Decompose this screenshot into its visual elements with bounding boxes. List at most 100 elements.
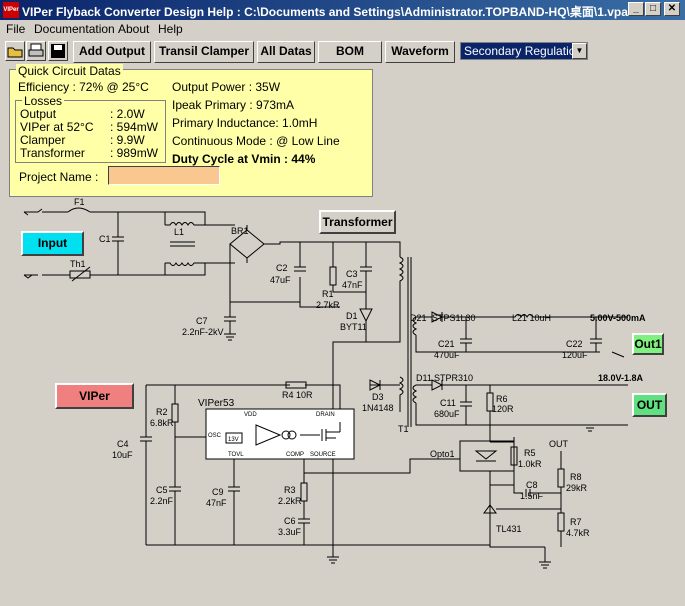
capacitor-c1 bbox=[112, 212, 124, 275]
menu-help[interactable]: Help bbox=[158, 22, 183, 36]
minimize-button[interactable]: _ bbox=[628, 2, 644, 16]
label-c9-value: 47nF bbox=[206, 498, 227, 508]
waveform-button[interactable]: Waveform bbox=[385, 41, 455, 63]
label-ic: VIPer53 bbox=[198, 398, 235, 409]
diode-d3 bbox=[369, 379, 382, 391]
label-c5: C5 bbox=[156, 485, 168, 495]
project-name-input[interactable] bbox=[108, 166, 220, 185]
label-c9: C9 bbox=[212, 487, 224, 497]
label-r7: R7 bbox=[570, 517, 582, 527]
ic-comparator bbox=[255, 424, 282, 446]
label-c6: C6 bbox=[284, 516, 296, 526]
resistor-r7 bbox=[557, 512, 565, 532]
input-terminal-top bbox=[23, 208, 43, 216]
label-c1: C1 bbox=[99, 234, 111, 244]
app-icon: VIPer bbox=[3, 2, 19, 18]
close-button[interactable]: ✕ bbox=[664, 2, 680, 16]
opto-led bbox=[474, 450, 498, 462]
add-output-button[interactable]: Add Output bbox=[73, 41, 151, 63]
loss-output-value: : 2.0W bbox=[110, 107, 145, 121]
transformer-sec2 bbox=[412, 384, 628, 426]
label-c11-value: 680uF bbox=[434, 409, 460, 419]
circuit-diagram: F1 Th1 C1 L1 BR1 C2 47uF C3 47nF R1 2.7k… bbox=[0, 197, 685, 606]
label-d21: D21 bbox=[410, 313, 427, 323]
label-13v: 13V bbox=[228, 437, 239, 443]
label-r2-value: 6.8kR bbox=[150, 418, 174, 428]
losses-title: Losses bbox=[22, 94, 65, 108]
open-folder-icon[interactable] bbox=[5, 41, 25, 61]
label-d1: D1 bbox=[346, 311, 358, 321]
loss-output-label: Output bbox=[20, 107, 57, 121]
label-c3-value: 47nF bbox=[342, 280, 363, 290]
label-br1: BR1 bbox=[231, 226, 249, 236]
label-th1: Th1 bbox=[70, 259, 86, 269]
loss-transformer-value: : 989mW bbox=[110, 146, 159, 160]
schematic-svg: F1 Th1 C1 L1 BR1 C2 47uF C3 47nF R1 2.7k… bbox=[23, 197, 646, 569]
viper-button[interactable]: VIPer bbox=[55, 383, 134, 409]
ic-current-source-1 bbox=[281, 430, 291, 440]
out1-return bbox=[611, 351, 625, 358]
label-r7-value: 4.7kR bbox=[566, 528, 590, 538]
capacitor-c4 bbox=[140, 385, 152, 545]
zener-13v bbox=[225, 432, 243, 444]
label-d11: D11 bbox=[416, 373, 432, 383]
label-r8-value: 29kR bbox=[566, 483, 588, 493]
label-r2: R2 bbox=[156, 407, 168, 417]
quick-panel-title: Quick Circuit Datas bbox=[16, 64, 123, 78]
menu-about[interactable]: About bbox=[118, 22, 150, 36]
menu-documentation[interactable]: Documentation bbox=[34, 22, 115, 36]
label-r6-value: 120R bbox=[492, 404, 514, 414]
label-drain: DRAIN bbox=[316, 412, 335, 418]
label-opto: Opto1 bbox=[430, 449, 455, 459]
label-c2: C2 bbox=[276, 263, 288, 273]
label-c21-value: 470uF bbox=[434, 350, 460, 360]
menu-bar: File Documentation About Help bbox=[0, 20, 685, 38]
wire-bridge bbox=[229, 225, 300, 303]
all-datas-button[interactable]: All Datas bbox=[257, 41, 315, 63]
loss-clamper-value: : 9.9W bbox=[110, 133, 145, 147]
label-c4: C4 bbox=[117, 439, 129, 449]
label-r4: R4 10R bbox=[282, 390, 313, 400]
label-out-voltage: 18.0V-1.8A bbox=[598, 373, 644, 383]
wire-bottom bbox=[42, 262, 235, 276]
out-button[interactable]: OUT bbox=[632, 393, 667, 417]
capacitor-c3 bbox=[360, 266, 372, 272]
wire-opto-primary bbox=[304, 458, 460, 474]
transil-clamper-button[interactable]: Transil Clamper bbox=[154, 41, 254, 63]
transformer-button[interactable]: Transformer bbox=[319, 210, 396, 234]
thermistor-slash bbox=[71, 266, 91, 282]
ground-sec bbox=[584, 424, 596, 432]
ipeak-text: Ipeak Primary : 973mA bbox=[172, 98, 295, 112]
out1-button[interactable]: Out1 bbox=[632, 333, 664, 355]
save-icon[interactable] bbox=[48, 41, 68, 61]
label-r5: R5 bbox=[524, 448, 536, 458]
print-icon[interactable] bbox=[26, 41, 46, 61]
wire-out bbox=[442, 384, 628, 425]
maximize-button[interactable]: □ bbox=[645, 2, 661, 16]
input-button[interactable]: Input bbox=[21, 231, 84, 256]
regulation-select[interactable]: Secondary Regulation ▼ bbox=[460, 42, 588, 60]
wire-primary-ground bbox=[146, 459, 460, 564]
ic-viper53 bbox=[205, 408, 355, 460]
label-out1-voltage: 5.00V-500mA bbox=[590, 313, 646, 323]
label-c3: C3 bbox=[346, 269, 358, 279]
ic-mosfet bbox=[300, 429, 340, 441]
bom-button[interactable]: BOM bbox=[318, 41, 382, 63]
losses-group: Losses Output : 2.0W VIPer at 52°C : 594… bbox=[15, 94, 166, 163]
capacitor-c8 bbox=[513, 485, 561, 497]
chevron-down-icon[interactable]: ▼ bbox=[572, 43, 587, 59]
resistor-r1 bbox=[329, 266, 337, 286]
label-c6-value: 3.3uF bbox=[278, 527, 302, 537]
transformer-core bbox=[407, 257, 412, 427]
inductor-l1 bbox=[165, 222, 205, 266]
menu-file[interactable]: File bbox=[6, 22, 26, 36]
label-source: SOURCE bbox=[310, 452, 336, 458]
loss-transformer-label: Transformer bbox=[20, 146, 85, 160]
loss-viper-value: : 594mW bbox=[110, 120, 159, 134]
wire-clamp bbox=[332, 271, 373, 442]
wire-comp bbox=[298, 459, 310, 545]
quick-circuit-panel: Quick Circuit Datas Efficiency : 72% @ 2… bbox=[9, 64, 373, 197]
label-t1: T1 bbox=[398, 424, 409, 434]
toolbar: Add Output Transil Clamper All Datas BOM… bbox=[0, 39, 685, 65]
transformer-primary bbox=[366, 256, 404, 343]
